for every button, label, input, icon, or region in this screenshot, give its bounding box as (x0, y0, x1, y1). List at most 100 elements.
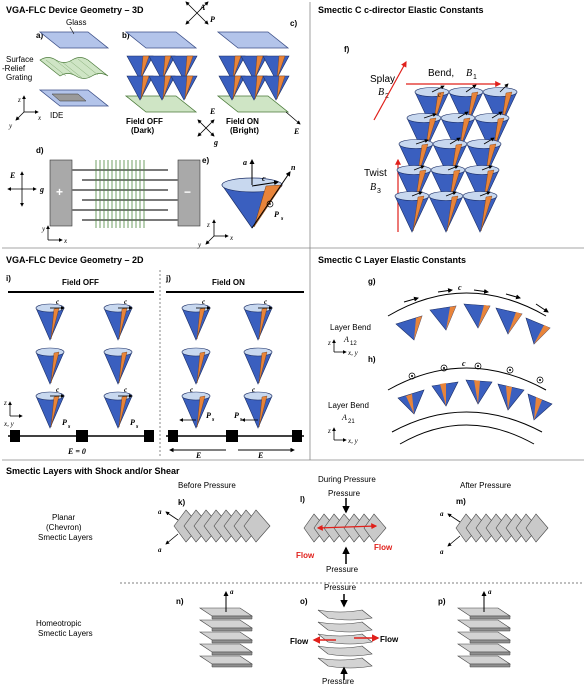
svg-text:c: c (458, 283, 462, 292)
svg-text:c: c (264, 298, 267, 306)
panel-b: b) Field OFF (Dark) (122, 31, 198, 135)
ide-label: IDE (50, 111, 63, 120)
svg-text:c: c (124, 298, 127, 306)
flow-left-l: Flow (296, 551, 315, 560)
field-off-label-1: Field OFF (126, 117, 163, 126)
svg-text:1: 1 (473, 74, 477, 81)
grating-label-3: Grating (6, 73, 32, 82)
grating-layer (39, 57, 109, 79)
svg-text:B: B (370, 182, 376, 193)
svg-text:z: z (3, 399, 7, 407)
ide-electrode (51, 93, 87, 102)
field-on-label-1: Field ON (226, 117, 259, 126)
layer-cones-g (395, 303, 551, 345)
ide-pad-negative (177, 159, 201, 227)
cone-array-f (394, 87, 518, 233)
svg-text:c: c (438, 91, 442, 99)
splay-label: Splay (370, 74, 395, 85)
svg-text:c: c (262, 174, 266, 183)
svg-text:a: a (243, 158, 247, 167)
section-title-layer: Smectic C Layer Elastic Constants (318, 255, 466, 265)
svg-text:E: E (209, 107, 215, 116)
field-on-title: Field ON (212, 278, 245, 287)
svg-text:E = 0: E = 0 (67, 447, 86, 456)
bend-label: Bend, (428, 68, 454, 79)
panel-label-p: p) (438, 597, 446, 606)
svg-text:s: s (280, 216, 284, 222)
panel-label-f: f) (344, 45, 350, 54)
svg-text:P: P (210, 15, 215, 24)
homeo-label-2: Smectic Layers (38, 629, 93, 638)
field-off-label-2: (Dark) (131, 126, 154, 135)
flow-left-o: Flow (290, 637, 309, 646)
svg-text:x: x (229, 234, 234, 242)
ide-pad-positive (49, 159, 73, 227)
svg-text:c: c (190, 386, 193, 394)
panel-k: k) a a (158, 498, 271, 554)
flow-right-l: Flow (374, 543, 393, 552)
panel-l: l) Pressure Flow Flow Pressure (296, 489, 393, 574)
panel-m: m) a a (440, 497, 549, 556)
panel-label-h: h) (368, 355, 376, 364)
panel-h: h) Layer Bend A 21 c z (327, 355, 553, 445)
svg-text:g: g (39, 185, 44, 194)
panel-label-i: i) (6, 274, 11, 283)
svg-text:x, y: x, y (347, 349, 359, 357)
svg-text:z: z (17, 96, 21, 104)
svg-text:g: g (213, 138, 218, 147)
svg-text:P: P (234, 411, 239, 420)
panel-label-o: o) (300, 597, 308, 606)
svg-text:E: E (9, 171, 15, 180)
panel-label-e: e) (202, 156, 209, 165)
svg-text:A: A (343, 335, 349, 344)
panel-label-l: l) (300, 495, 305, 504)
panel-label-b: b) (122, 31, 130, 40)
pressure-bottom-o: Pressure (322, 677, 355, 685)
after-pressure-label: After Pressure (460, 481, 512, 490)
svg-text:B: B (466, 68, 472, 79)
svg-text:c: c (252, 386, 255, 394)
svg-text:s: s (239, 417, 243, 423)
svg-text:z: z (327, 339, 331, 347)
section-title-3d: VGA-FLC Device Geometry – 3D (6, 5, 144, 15)
pressure-top-l: Pressure (328, 489, 361, 498)
panel-f: f) Bend, B 1 Splay B 2 Twist B 3 c (344, 45, 518, 233)
svg-text:3: 3 (377, 188, 381, 195)
panel-j: j) Field ON c c c c P s P s E E (165, 274, 304, 460)
panel-n: n) a (176, 588, 253, 668)
svg-text:12: 12 (350, 341, 357, 347)
svg-text:P: P (274, 210, 279, 219)
planar-label-2: (Chevron) (46, 523, 82, 532)
grating-label-1: Surface (6, 55, 34, 64)
svg-text:x: x (37, 114, 42, 122)
svg-text:x, y: x, y (347, 437, 359, 445)
flow-right-o: Flow (380, 635, 399, 644)
field-off-title: Field OFF (62, 278, 99, 287)
polarizer-cross: A P (185, 1, 215, 25)
svg-text:y: y (41, 225, 46, 233)
panel-label-d: d) (36, 146, 44, 155)
svg-text:x: x (63, 237, 68, 245)
field-on-label-2: (Bright) (230, 126, 259, 135)
splay-arrow (373, 60, 407, 121)
svg-text:−: − (184, 185, 191, 199)
panel-label-a: a) (36, 31, 43, 40)
svg-text:a: a (488, 588, 492, 596)
svg-text:x, y: x, y (3, 420, 15, 428)
pressure-top-o: Pressure (324, 583, 357, 592)
svg-text:z: z (206, 221, 210, 229)
svg-text:c: c (56, 386, 59, 394)
svg-text:A: A (341, 413, 347, 422)
layer-cones-h (397, 379, 553, 421)
during-pressure-label: During Pressure (318, 475, 376, 484)
svg-text:s: s (211, 417, 215, 423)
svg-text:c: c (462, 359, 466, 368)
panel-a: a) Glass Surface -Relief Grating IDE z x… (2, 18, 110, 130)
svg-text:a: a (158, 508, 162, 516)
svg-text:P: P (130, 418, 135, 427)
svg-text:a: a (440, 548, 444, 556)
svg-text:n: n (291, 163, 296, 172)
svg-text:E: E (195, 451, 201, 460)
svg-text:c: c (56, 298, 59, 306)
